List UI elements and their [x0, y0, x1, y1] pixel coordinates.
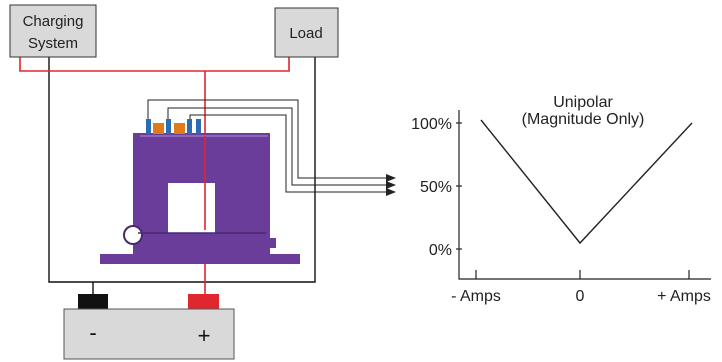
sensor-mounting-tab — [123, 225, 143, 245]
battery: - + — [63, 294, 235, 360]
current-sensor — [100, 133, 300, 264]
signal-wires — [147, 99, 396, 196]
x-label-negative-amps: - Amps — [451, 288, 501, 305]
battery-positive-terminal — [188, 294, 219, 309]
battery-negative-terminal — [78, 294, 108, 309]
battery-body — [63, 308, 235, 360]
battery-positive-symbol: + — [198, 323, 211, 348]
y-label-50: 50% — [420, 179, 452, 196]
x-label-zero: 0 — [576, 288, 585, 305]
unipolar-response-curve — [480, 119, 693, 245]
battery-negative-symbol: - — [89, 320, 96, 345]
sensor-side-step — [260, 238, 276, 248]
y-label-100: 100% — [411, 116, 452, 133]
graph-axes — [458, 110, 711, 280]
y-label-0: 0% — [429, 242, 452, 259]
sensor-mounting-base — [100, 254, 300, 264]
sensor-pins — [146, 119, 201, 134]
load-box: Load — [274, 7, 339, 58]
charging-system-box: Charging System — [9, 4, 97, 58]
charging-system-label-line1: Charging — [23, 13, 84, 30]
unipolar-graph: Unipolar (Magnitude Only) 100% 50% 0% - … — [411, 94, 711, 305]
load-label: Load — [289, 25, 322, 42]
negative-wiring — [48, 57, 316, 294]
sensor-aperture — [168, 183, 215, 233]
charging-system-label-line2: System — [28, 35, 78, 52]
x-label-positive-amps: + Amps — [657, 288, 711, 305]
graph-title-line1: Unipolar — [553, 94, 613, 111]
graph-title-line2: (Magnitude Only) — [522, 111, 645, 128]
